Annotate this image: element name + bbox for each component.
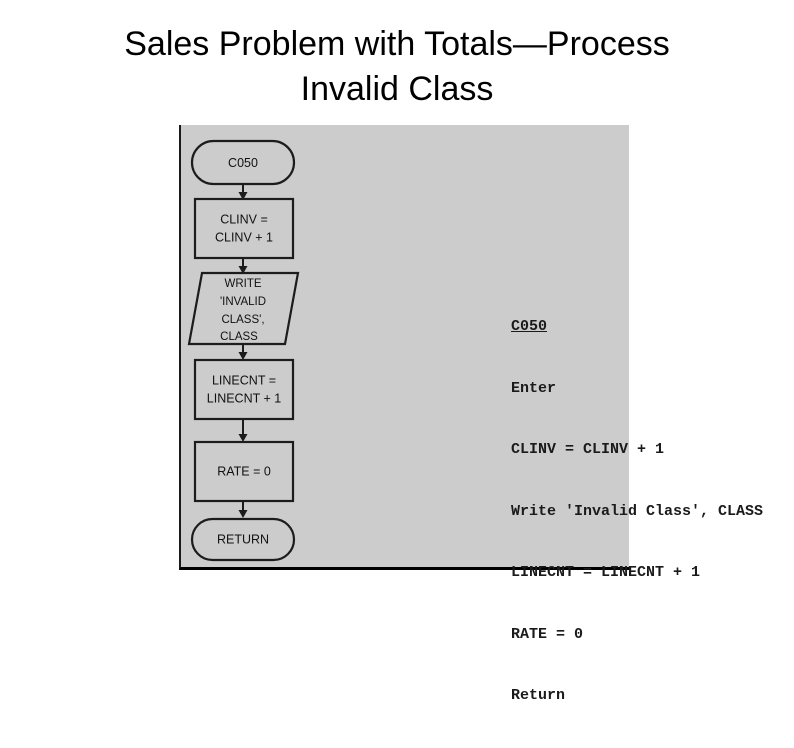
flowchart-connector-clinv-write	[238, 258, 248, 274]
flowchart-node-write: WRITE 'INVALID CLASS', CLASS	[187, 271, 300, 346]
flowchart-connector-start-clinv	[238, 184, 248, 200]
pseudocode-block: C050 Enter CLINV = CLINV + 1 Write 'Inva…	[511, 276, 763, 748]
flowchart-node-write-label-3: CLASS',	[221, 314, 264, 326]
flowchart-connector-write-linecnt	[238, 344, 248, 360]
process-shape	[193, 440, 295, 503]
diagram-panel: C050 CLINV = CLINV + 1 WRITE 'INVALID CL…	[179, 125, 763, 704]
terminator-shape	[190, 517, 296, 562]
page-title: Sales Problem with Totals—Process Invali…	[124, 25, 670, 108]
flowchart: C050 CLINV = CLINV + 1 WRITE 'INVALID CL…	[187, 139, 300, 562]
flowchart-node-linecnt-label-1: LINECNT =	[212, 373, 276, 387]
process-shape	[193, 197, 295, 260]
input-output-shape	[187, 271, 300, 346]
pseudocode-line-5: RATE = 0	[511, 625, 584, 643]
flowchart-node-clinv: CLINV = CLINV + 1	[193, 197, 295, 260]
pseudocode-line-6: Return	[511, 687, 566, 704]
flowchart-node-clinv-label-2: CLINV + 1	[215, 230, 273, 244]
pseudocode-line-4: LINECNT = LINECNT + 1	[511, 564, 701, 581]
flowchart-connector-rate-end	[238, 501, 248, 518]
flowchart-node-end-label: RETURN	[217, 532, 269, 546]
process-shape	[193, 358, 295, 421]
flowchart-node-start: C050	[190, 139, 296, 186]
flowchart-node-start-label: C050	[228, 156, 258, 170]
pseudocode-heading: C050	[511, 318, 548, 335]
flowchart-connector-linecnt-rate	[238, 419, 248, 442]
flowchart-node-write-label-4: CLASS	[220, 331, 258, 343]
flowchart-node-clinv-label-1: CLINV =	[220, 212, 268, 226]
flowchart-node-rate: RATE = 0	[193, 440, 295, 503]
flowchart-node-end: RETURN	[190, 517, 296, 562]
pseudocode-line-2: CLINV = CLINV + 1	[511, 441, 665, 458]
pseudocode-line-3: Write 'Invalid Class', CLASS	[511, 502, 764, 520]
flowchart-node-linecnt-label-2: LINECNT + 1	[207, 391, 281, 405]
flowchart-node-write-label-1: WRITE	[224, 278, 261, 290]
pseudocode-line-1: Enter	[511, 379, 557, 397]
flowchart-node-linecnt: LINECNT = LINECNT + 1	[193, 358, 295, 421]
flowchart-node-rate-label: RATE = 0	[217, 464, 271, 478]
flowchart-node-write-label-2: 'INVALID	[220, 296, 266, 308]
